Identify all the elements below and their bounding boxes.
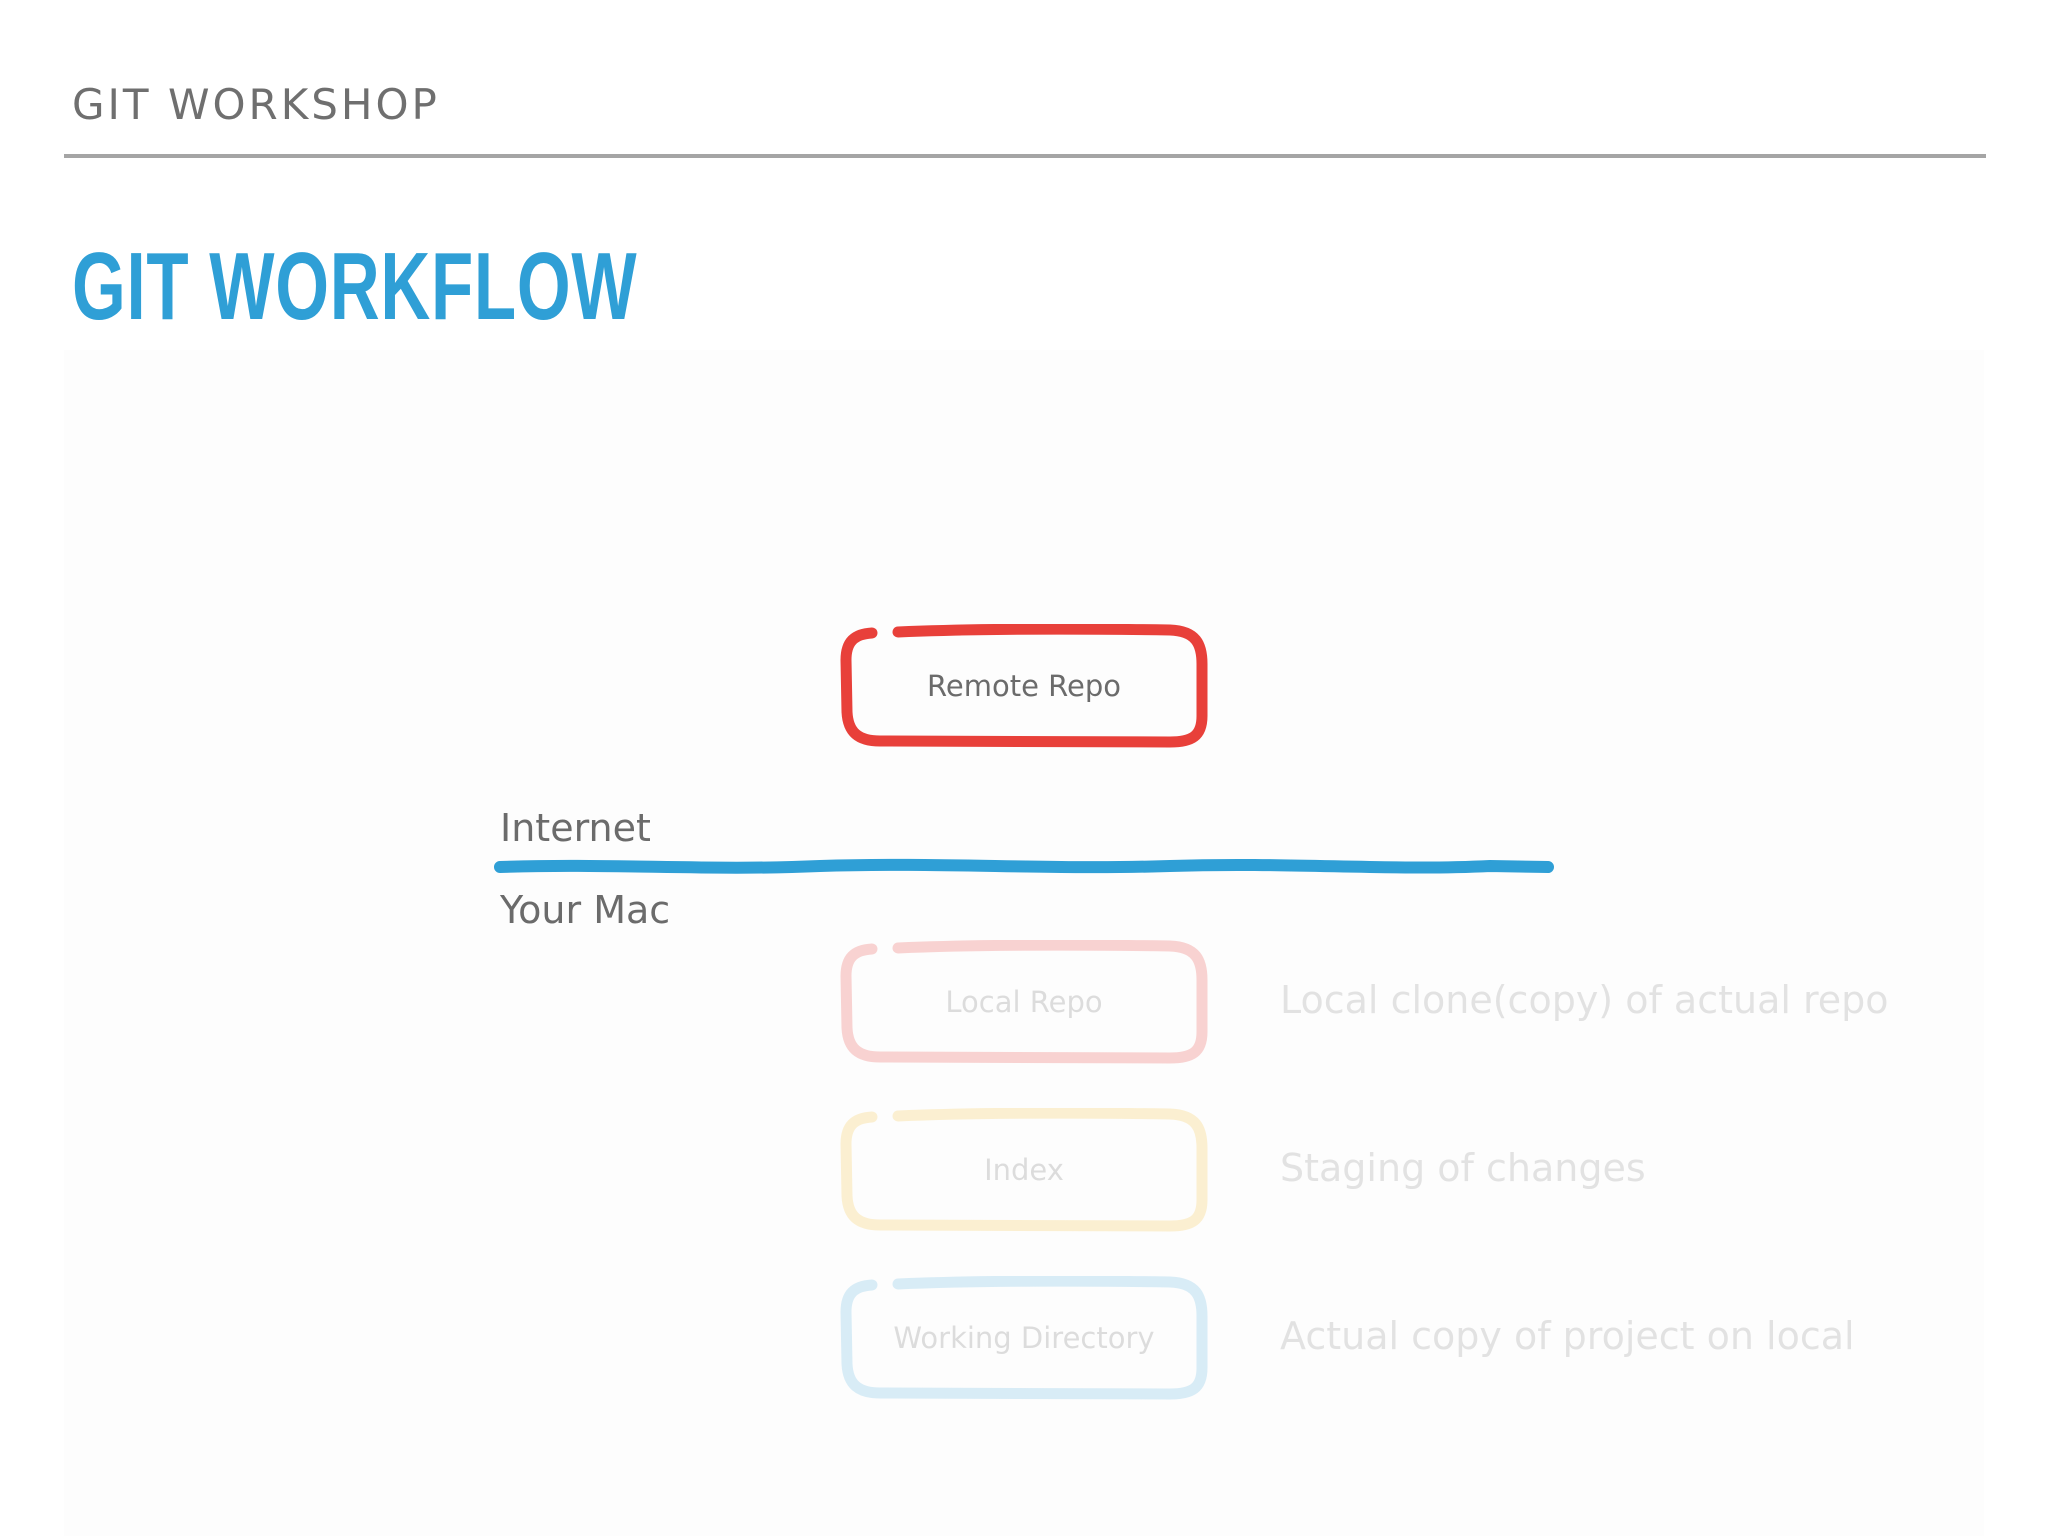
working-directory-description: Actual copy of project on local: [1280, 1314, 1855, 1358]
index-label: Index: [984, 1153, 1064, 1187]
working-directory-box: Working Directory: [840, 1276, 1208, 1400]
index-frame: [840, 1108, 1208, 1232]
working-directory-frame: [840, 1276, 1208, 1400]
remote-repo-frame: [840, 624, 1208, 748]
remote-repo-box: Remote Repo: [840, 624, 1208, 748]
header-divider: [64, 154, 1986, 158]
your-mac-label: Your Mac: [500, 888, 671, 932]
local-repo-box: Local Repo: [840, 940, 1208, 1064]
remote-repo-label: Remote Repo: [927, 669, 1121, 703]
index-description: Staging of changes: [1280, 1146, 1646, 1190]
local-repo-label: Local Repo: [945, 985, 1103, 1019]
local-repo-frame: [840, 940, 1208, 1064]
slide-title: GIT WORKFLOW: [72, 233, 638, 340]
internet-label: Internet: [500, 806, 651, 850]
internet-boundary-line: [494, 858, 1554, 874]
working-directory-label: Working Directory: [893, 1321, 1155, 1355]
section-header: GIT WORKSHOP: [72, 80, 440, 129]
slide-background: [64, 350, 1984, 1536]
index-box: Index: [840, 1108, 1208, 1232]
local-repo-description: Local clone(copy) of actual repo: [1280, 978, 1889, 1022]
